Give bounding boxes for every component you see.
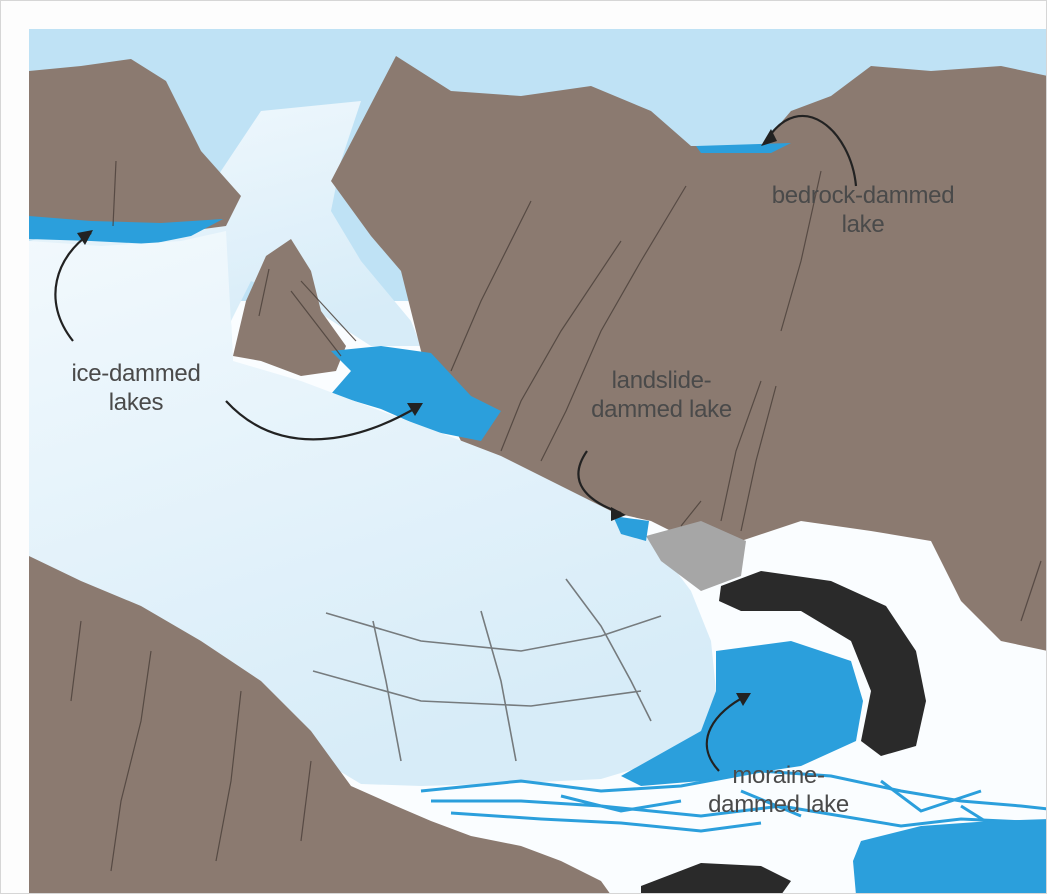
label-landslide-dammed-lake: landslide- dammed lake (569, 366, 754, 424)
label-landslide-line1: landslide- (569, 366, 754, 395)
label-moraine-line1: moraine- (691, 761, 866, 790)
label-moraine-line2: dammed lake (691, 790, 866, 819)
label-landslide-line2: dammed lake (569, 395, 754, 424)
label-bedrock-dammed-lake: bedrock-dammed lake (753, 181, 973, 239)
label-ice-line2: lakes (41, 388, 231, 417)
label-ice-dammed-lakes: ice-dammed lakes (41, 359, 231, 417)
label-ice-line1: ice-dammed (41, 359, 231, 388)
label-bedrock-line2: lake (753, 210, 973, 239)
label-moraine-dammed-lake: moraine- dammed lake (691, 761, 866, 819)
label-bedrock-line1: bedrock-dammed (753, 181, 973, 210)
